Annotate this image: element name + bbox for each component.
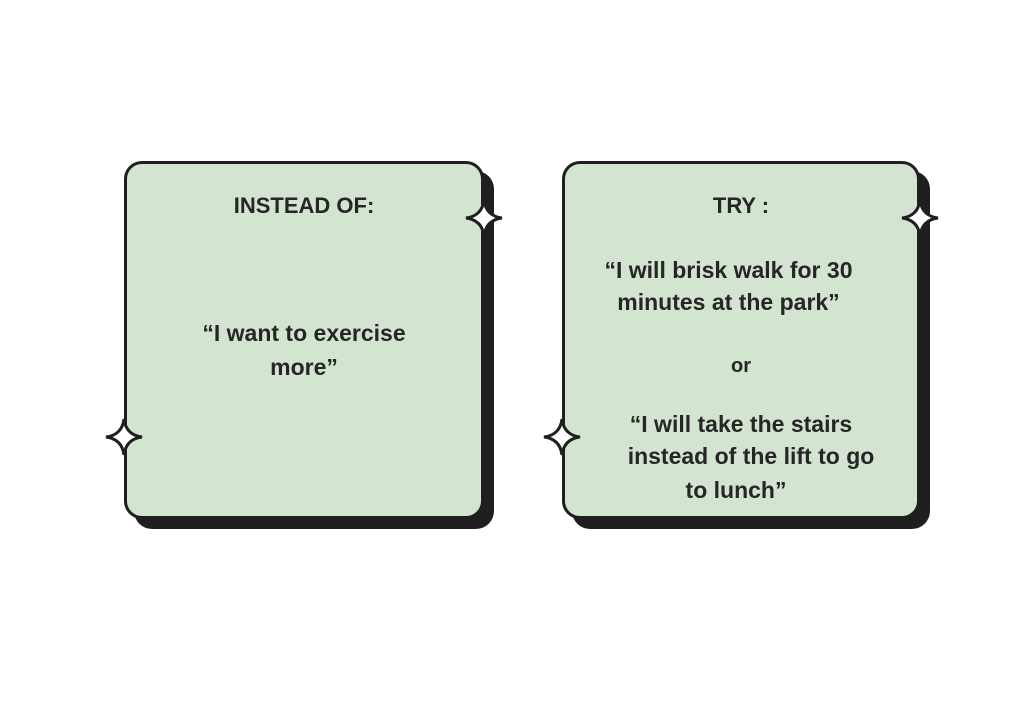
try-heading: TRY :: [712, 193, 770, 218]
instead-of-heading: INSTEAD OF:: [233, 193, 375, 218]
sparkle-icon: [105, 418, 143, 456]
option1-line1: “I will brisk walk for 30: [604, 257, 853, 283]
or-separator: or: [731, 355, 751, 377]
instead-of-quote-line2: more”: [270, 354, 338, 380]
try-card: TRY : “I will brisk walk for 30 minutes …: [562, 161, 920, 519]
sparkle-icon: [901, 199, 939, 237]
sparkle-icon: [465, 199, 503, 237]
instead-of-quote-line1: “I want to exercise: [202, 320, 406, 346]
option1-line2: minutes at the park”: [617, 289, 840, 315]
option2-line3: to lunch”: [685, 477, 787, 503]
option2-line2: instead of the lift to go: [627, 443, 875, 469]
sparkle-icon: [543, 418, 581, 456]
instead-of-card: INSTEAD OF: “I want to exercise more”: [124, 161, 484, 519]
option2-line1: “I will take the stairs: [629, 411, 853, 437]
